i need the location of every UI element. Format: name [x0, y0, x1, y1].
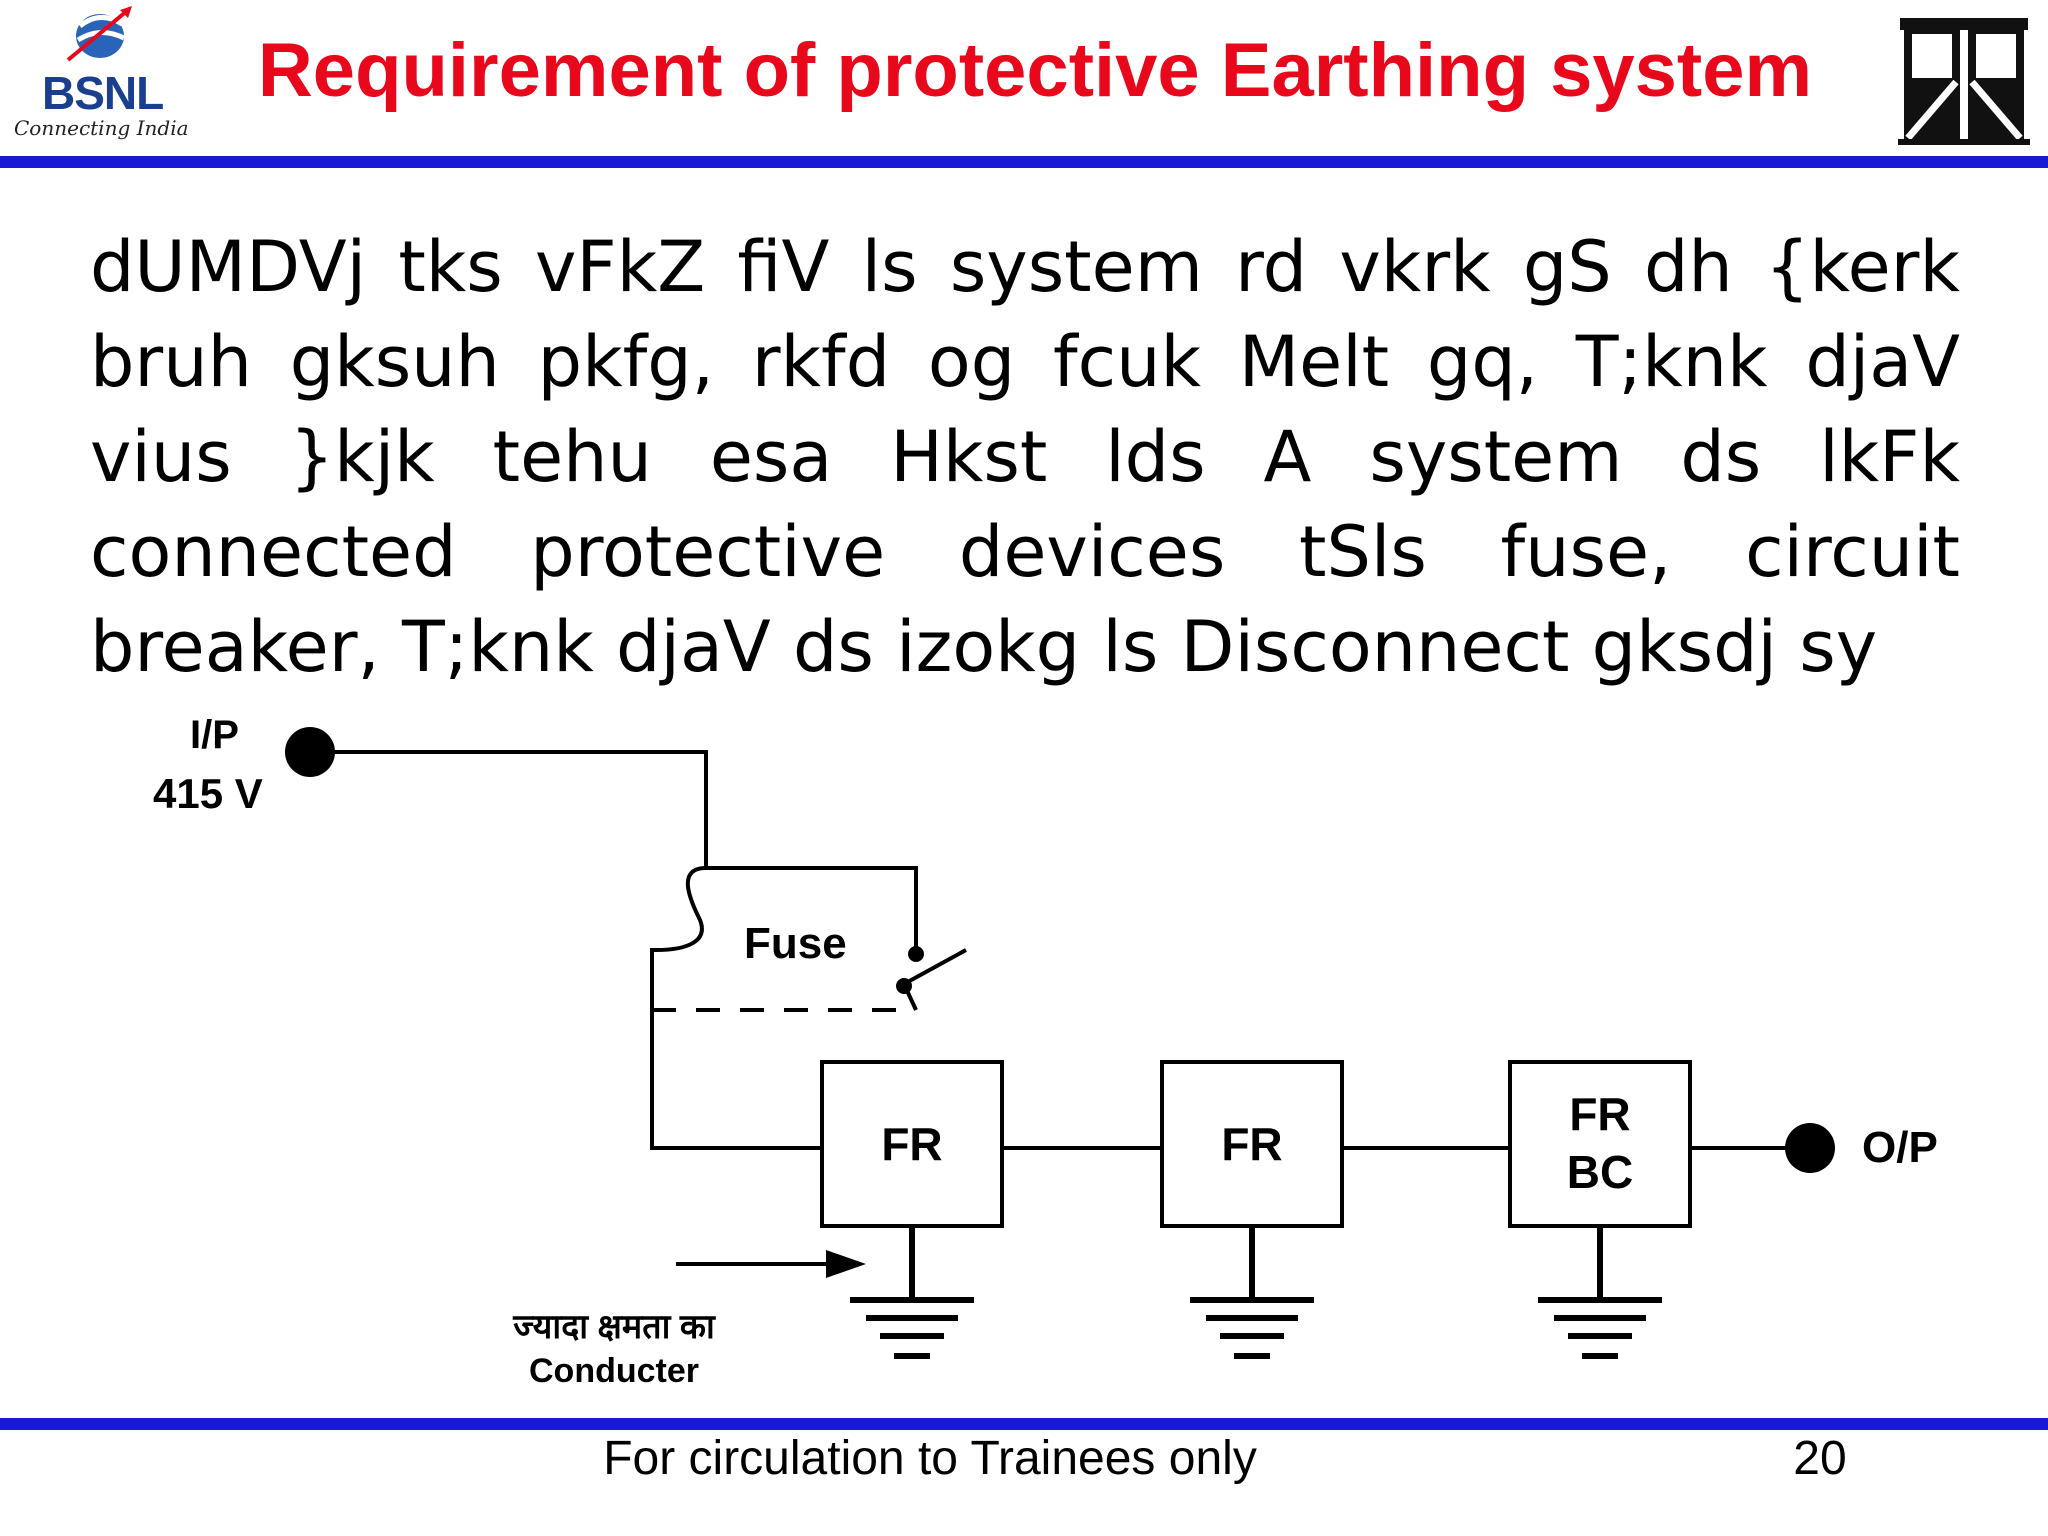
switch-contact-top [908, 946, 924, 962]
fr-block-2 [1160, 1060, 1344, 1228]
fr-bc-block [1508, 1060, 1692, 1228]
footer-rule [0, 1418, 2048, 1430]
fr-block-1-label: FR [881, 1118, 942, 1170]
input-voltage-label: 415 V [153, 770, 263, 817]
page-number: 20 [1793, 1432, 1847, 1485]
fr-block-2-label: FR [1221, 1118, 1282, 1170]
output-label: O/P [1862, 1123, 1938, 1172]
input-label: I/P [190, 713, 239, 757]
input-terminal [285, 727, 335, 777]
footer-circulation: For circulation to Trainees only [603, 1432, 1257, 1485]
circuit-wires [310, 750, 1806, 1150]
fr-bc-block-label-1: FR [1569, 1088, 1630, 1140]
bsnl-logo-tagline: Connecting India [14, 116, 189, 140]
fuse-label: Fuse [744, 919, 847, 968]
conductor-label: Conducter [529, 1352, 699, 1390]
bsnl-logo-text: BSNL [42, 67, 164, 119]
slide-title: Requirement of protective Earthing syste… [257, 28, 1813, 113]
switch-blade [903, 948, 967, 986]
training-emblem-icon [1896, 8, 2032, 146]
header-rule [0, 156, 2048, 168]
body-paragraph: dUMDVj tks vFkZ fiV ls system rd vkrk gS… [90, 226, 1960, 688]
fr-block-1 [820, 1060, 1004, 1228]
earth-symbol-2-icon [1190, 1226, 1314, 1359]
fr-bc-block-label-2: BC [1567, 1146, 1633, 1198]
output-terminal [1785, 1123, 1835, 1173]
conductor-arrowhead-icon [826, 1250, 866, 1278]
earth-symbol-1-icon [850, 1226, 974, 1359]
bsnl-globe-icon [66, 6, 132, 62]
switch-contact-bottom [896, 978, 912, 994]
earth-symbol-3-icon [1538, 1226, 1662, 1359]
conductor-label-hindi: ज्यादा क्षमता का [512, 1308, 716, 1346]
fuse-element [650, 866, 822, 1150]
bsnl-logo: BSNL Connecting India [8, 4, 189, 154]
